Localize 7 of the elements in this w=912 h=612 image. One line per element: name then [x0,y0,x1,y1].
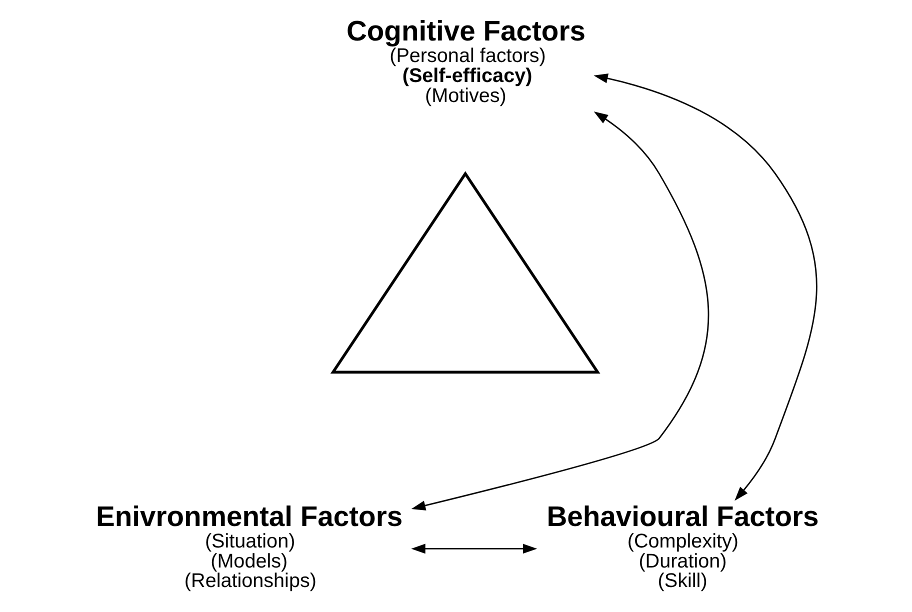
arrow [410,544,537,554]
node-triangle [330,171,600,374]
arrow [410,112,709,510]
arrow [593,73,817,501]
node-text: Behavioural Factors (Complexity) (Duration) (Skill) [546,500,818,592]
node-text: Enivronmental Factors (Situation) (Models) (Relationships) [95,500,402,592]
node-text: Cognitive Factors (Personal factors) (Self-efficacy) (Motives) [346,14,585,107]
